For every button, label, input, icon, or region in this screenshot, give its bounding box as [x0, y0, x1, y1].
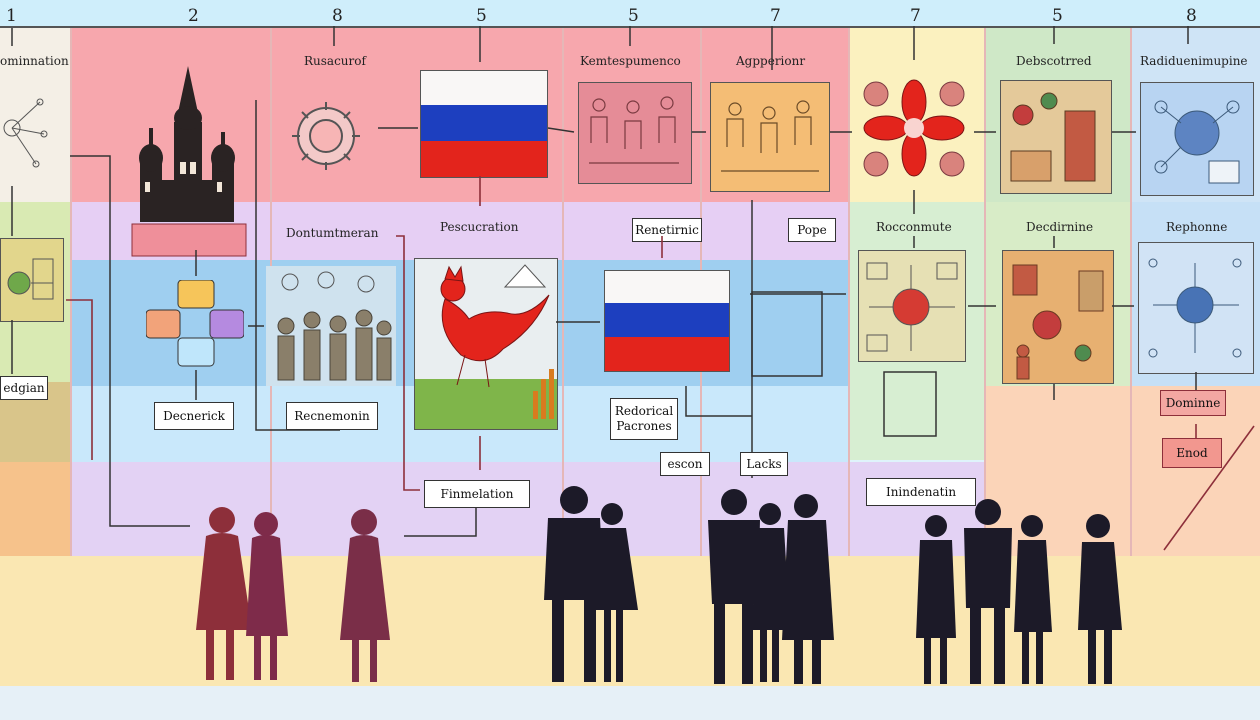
column-header: ominnation — [0, 54, 69, 68]
network-sketch-panel — [1140, 82, 1254, 196]
domnine-box: Dominne — [1160, 390, 1226, 416]
connector — [404, 506, 477, 537]
eagle-illustration — [414, 258, 558, 430]
person-silhouette — [340, 509, 390, 682]
column-header: Rusacurof — [304, 54, 366, 68]
column-divider — [984, 26, 986, 556]
inindenatin-box: Inindenatin — [866, 478, 976, 506]
cathedral-illustration — [128, 62, 248, 258]
shapes-diagram — [146, 280, 244, 370]
person-silhouette — [782, 494, 834, 684]
recnemonin-box: Recnemonin — [286, 402, 378, 430]
russian-flag-top — [420, 70, 548, 178]
enod-box: Enod — [1162, 438, 1222, 468]
person-silhouette — [246, 512, 288, 680]
connector — [883, 371, 937, 437]
column-number: 8 — [1186, 6, 1197, 26]
people-sketch-panel — [710, 82, 830, 192]
person-silhouette — [592, 503, 638, 682]
person-silhouette — [544, 486, 604, 682]
gear-sketch — [286, 92, 372, 182]
row-label: Rephonne — [1166, 220, 1228, 234]
column-number: 5 — [628, 6, 639, 26]
decnerick-box: Decnerick — [154, 402, 234, 430]
edgian-box: edgian — [0, 376, 48, 400]
person-silhouette — [752, 503, 790, 682]
gear-people-panel — [1002, 250, 1114, 384]
network-sketch-panel — [0, 78, 52, 186]
column-divider — [562, 26, 564, 556]
column-header: Agpperionr — [736, 54, 806, 68]
pope-box: Pope — [788, 218, 836, 242]
arrow — [547, 127, 575, 133]
russian-flag-middle — [604, 270, 730, 372]
row-label: Dontumtmeran — [286, 226, 379, 240]
people-silhouettes — [196, 486, 1122, 684]
person-silhouette — [1014, 515, 1052, 684]
redorical-box: Redorical Pacrones — [610, 398, 678, 440]
column-divider — [848, 26, 850, 556]
flower-illustration — [856, 72, 972, 182]
connector — [396, 235, 420, 491]
person-silhouette — [708, 489, 760, 684]
column-number: 2 — [188, 6, 199, 26]
column-header: Radiduenimupine — [1140, 54, 1248, 68]
lacks-box: Lacks — [740, 452, 788, 476]
column-number: 5 — [476, 6, 487, 26]
row-label: Decdirnine — [1026, 220, 1094, 234]
column-number: 1 — [6, 6, 17, 26]
circuit-sketch-panel — [0, 238, 64, 322]
column-divider — [70, 26, 72, 556]
top-strip — [0, 0, 1260, 26]
column-number: 7 — [770, 6, 781, 26]
redorical-text: Redorical Pacrones — [614, 404, 674, 433]
person-silhouette — [916, 515, 956, 684]
network-sketch-panel — [1138, 242, 1254, 374]
crowd-sketch-panel — [266, 266, 396, 386]
connector — [751, 291, 823, 377]
column-divider — [1130, 26, 1132, 556]
people-sketch-panel — [578, 82, 692, 184]
connector — [70, 155, 190, 527]
column-number: 8 — [332, 6, 343, 26]
city-sketch-panel — [1000, 80, 1112, 194]
orange-left-low — [0, 462, 70, 556]
person-silhouette — [964, 499, 1012, 684]
column-number: 5 — [1052, 6, 1063, 26]
connector — [255, 100, 340, 431]
connector — [685, 386, 752, 417]
person-silhouette — [196, 507, 252, 680]
finmelation-box: Finmelation — [424, 480, 530, 508]
person-silhouette — [1078, 514, 1122, 684]
floor-bottom — [0, 686, 1260, 720]
row-label: Rocconmute — [876, 220, 952, 234]
escon-box: escon — [660, 452, 710, 476]
renetirnic-box: Renetirnic — [632, 218, 702, 242]
connector — [1163, 425, 1255, 551]
column-header: Debscotrred — [1016, 54, 1092, 68]
column-number: 7 — [910, 6, 921, 26]
connector — [66, 299, 93, 460]
column-header: Kemtespumenco — [580, 54, 681, 68]
row-label: Pescucration — [440, 220, 519, 234]
circuit-sketch-panel — [858, 250, 966, 362]
